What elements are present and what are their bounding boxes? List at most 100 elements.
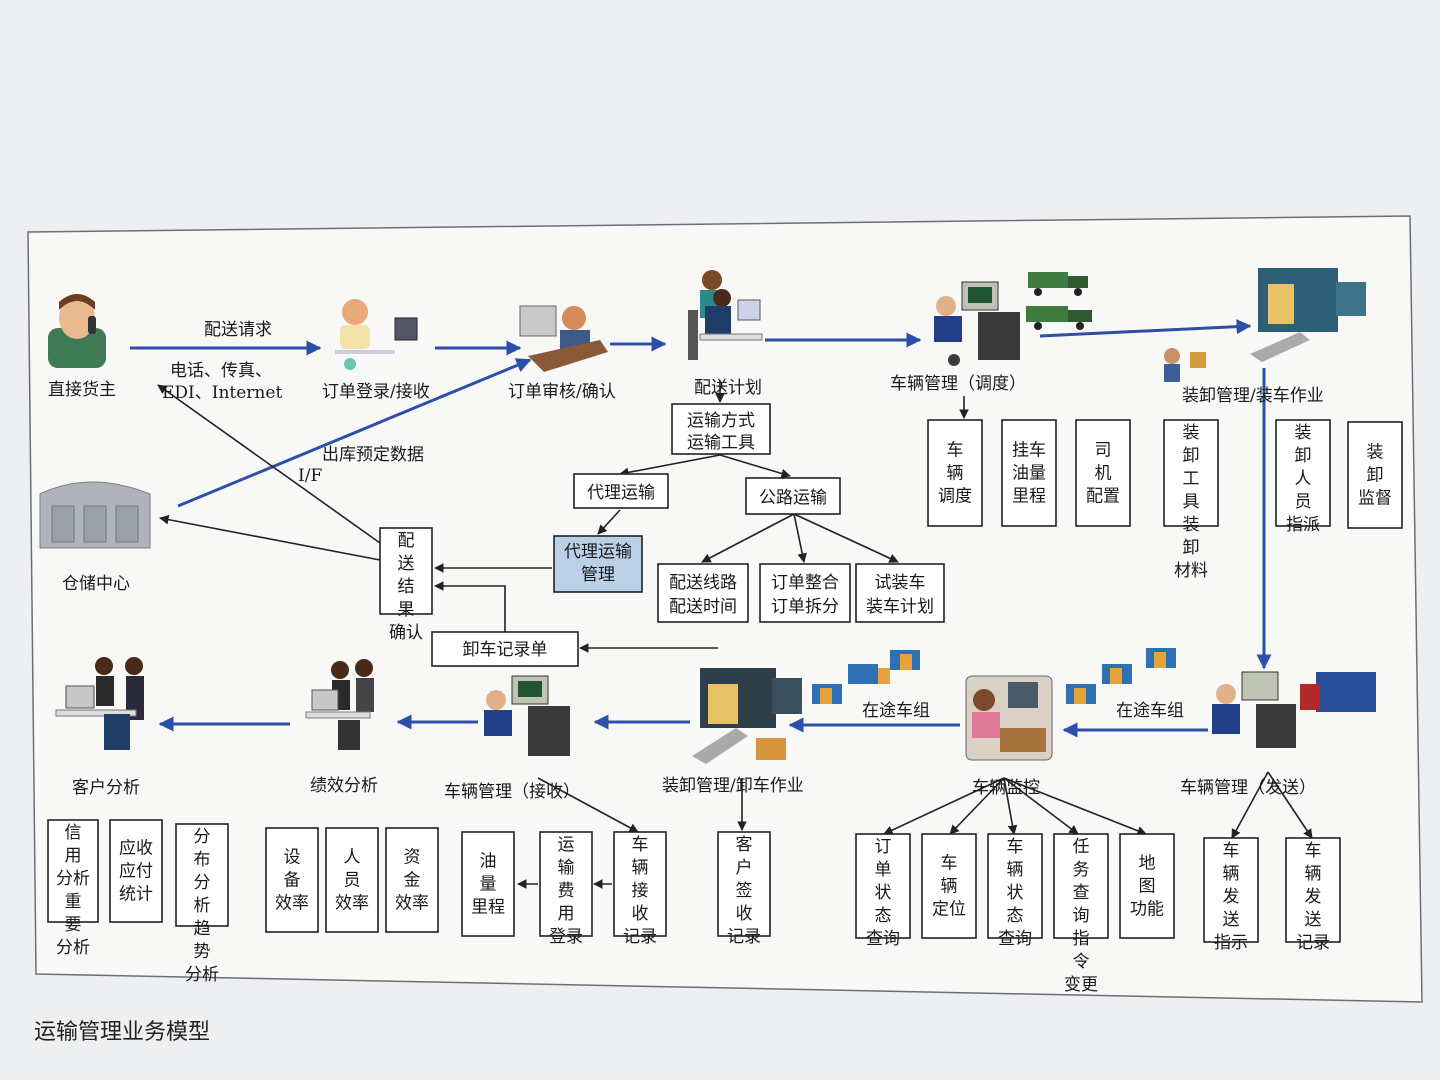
box-cust-sub-1-line: 用 — [65, 846, 82, 866]
receiver-computer-icon — [484, 675, 570, 756]
box-monitor-sub-1-line: 态 — [875, 906, 892, 926]
clerk-computer-icon — [335, 299, 418, 370]
box-send-sub-1-line: 发 — [1223, 887, 1240, 907]
box-monitor-sub-3-border — [987, 833, 1043, 939]
box-receive-sub-3-line: 车 — [632, 835, 649, 855]
box-route-time-line2: 配送时间 — [669, 597, 737, 617]
box-road-transport — [745, 477, 841, 515]
box-perf-sub-3-border — [385, 827, 439, 933]
box-receive-sub-3-line: 记录 — [623, 927, 657, 947]
box-cust-sub-3-line: 析 — [194, 896, 211, 916]
box-load-sub-2-line: 人 — [1295, 469, 1312, 489]
box-unload-sub-border — [717, 831, 771, 937]
box-cust-sub-2-border — [109, 819, 163, 923]
box-result-confirm-border — [379, 527, 433, 615]
box-dispatch-sub-3-line: 配置 — [1086, 487, 1120, 507]
edge-label-delivery-request: 配送请求 — [204, 320, 272, 340]
box-dispatch-sub-3-border — [1075, 419, 1131, 527]
box-receive-sub-3-line: 接 — [632, 881, 649, 901]
box-dispatch-sub-2-line: 油量 — [1012, 464, 1046, 484]
box-load-sub-3-line: 装 — [1367, 443, 1384, 463]
operator-desk-icon — [519, 305, 608, 372]
box-send-sub-2-line: 送 — [1305, 910, 1322, 930]
box-cust-sub-1-line: 重 — [65, 892, 82, 912]
box-load-sub-2-line: 指派 — [1286, 515, 1320, 535]
box-result-confirm-line: 配 — [398, 531, 415, 551]
box-receive-sub-1-line: 量 — [480, 875, 497, 895]
box-monitor-sub-2-line: 辆 — [941, 877, 958, 897]
box-monitor-sub-2-line: 车 — [941, 854, 958, 874]
box-load-sub-1-line: 装 — [1183, 423, 1200, 443]
box-send-sub-1-line: 送 — [1223, 910, 1240, 930]
person-phone-icon — [48, 294, 106, 368]
box-send-sub-2-border — [1285, 837, 1341, 943]
box-send-sub-2-line: 辆 — [1305, 864, 1322, 884]
analysts-icon — [55, 657, 144, 750]
box-order-merge-line1: 订单整合 — [771, 573, 839, 593]
edge-label-en-route-1: 在途车组 — [862, 701, 930, 721]
green-trucks-icon — [1026, 272, 1092, 330]
box-monitor-sub-4-border — [1053, 833, 1109, 939]
box-monitor-sub-4-line: 变更 — [1064, 975, 1098, 995]
box-perf-sub-2-line: 效率 — [335, 894, 369, 914]
box-perf-sub-1-border — [265, 827, 319, 933]
box-unload-sub-line: 签 — [736, 881, 753, 901]
box-dispatch-sub-1-line: 调度 — [938, 487, 972, 507]
box-result-confirm-line: 果 — [398, 600, 415, 620]
box-cust-sub-3-line: 趋 — [194, 919, 211, 939]
box-unload-sub-line: 收 — [736, 904, 753, 924]
box-unload-sub-line: 户 — [736, 858, 753, 878]
box-route-time-line1: 配送线路 — [669, 573, 737, 593]
box-monitor-sub-3-line: 状 — [1007, 883, 1024, 903]
box-dispatch-sub-2-line: 里程 — [1012, 487, 1046, 507]
box-monitor-sub-1-line: 查询 — [866, 929, 900, 949]
box-agent-transport — [573, 473, 669, 509]
box-dispatch-sub-3-line: 机 — [1095, 464, 1112, 484]
box-trial-load-line2: 装车计划 — [866, 597, 934, 617]
box-perf-sub-3-line: 效率 — [395, 894, 429, 914]
box-monitor-sub-1-line: 状 — [875, 883, 892, 903]
box-order-merge-line2: 订单拆分 — [771, 597, 839, 617]
box-send-sub-1-line: 指示 — [1214, 933, 1248, 953]
box-cust-sub-2-line: 应收 — [119, 839, 153, 859]
box-monitor-sub-4-line: 任 — [1073, 837, 1090, 857]
box-dispatch-sub-3-line: 司 — [1095, 441, 1112, 461]
box-receive-sub-1-border — [461, 831, 515, 937]
box-load-sub-3-border — [1347, 421, 1403, 529]
monitor-operator-icon — [965, 675, 1053, 761]
box-send-sub-2-line: 车 — [1305, 841, 1322, 861]
box-load-sub-2-border — [1275, 419, 1331, 527]
box-trial-load-line1: 试装车 — [875, 573, 926, 593]
edge-label-interface: I/F — [298, 466, 322, 486]
box-load-sub-1-line: 卸 — [1183, 538, 1200, 558]
node-customer: 客户分析 — [72, 778, 140, 798]
box-trial-load — [855, 563, 945, 623]
box-cust-sub-1-line: 分析 — [56, 938, 90, 958]
box-receive-sub-3-border — [613, 831, 667, 937]
box-monitor-sub-3-line: 车 — [1007, 837, 1024, 857]
edge-label-en-route-2: 在途车组 — [1116, 701, 1184, 721]
node-loading: 装卸管理/装车作业 — [1182, 386, 1324, 406]
box-transport-mode — [671, 403, 771, 455]
box-send-sub-1-line: 辆 — [1223, 864, 1240, 884]
box-monitor-sub-4-line: 令 — [1073, 952, 1090, 972]
box-send-sub-1-line: 车 — [1223, 841, 1240, 861]
box-receive-sub-2-line: 输 — [558, 858, 575, 878]
node-vehicle-send: 车辆管理（发送） — [1180, 778, 1316, 798]
box-perf-sub-1-line: 设 — [284, 848, 301, 868]
box-load-sub-3-line: 卸 — [1367, 466, 1384, 486]
box-perf-sub-2-line: 人 — [344, 848, 361, 868]
node-performance: 绩效分析 — [310, 776, 378, 796]
box-monitor-sub-5-border — [1119, 833, 1175, 939]
